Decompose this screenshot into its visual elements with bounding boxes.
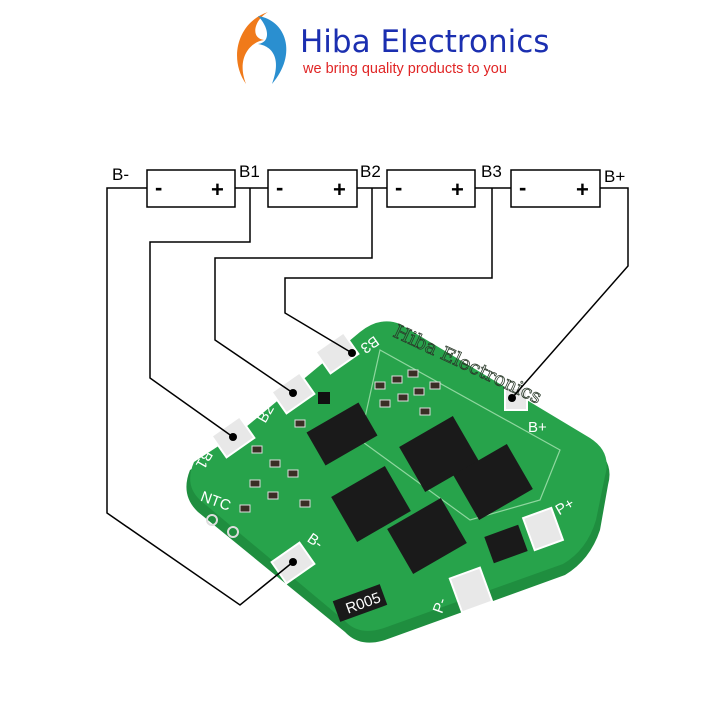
smd-component: [397, 393, 409, 402]
smd-component: [419, 407, 431, 416]
pad-b3: [314, 331, 360, 375]
pad-dot: [348, 349, 356, 357]
terminal-bplus: B+: [604, 167, 625, 186]
smd-component: [391, 375, 403, 384]
tagline: we bring quality products to you: [303, 61, 507, 77]
battery-cell-1: -+: [146, 169, 236, 208]
smd-component: [239, 504, 251, 513]
small-chip: [318, 392, 330, 404]
terminal-bminus: B-: [112, 165, 129, 184]
minus-sign: -: [276, 175, 283, 200]
ntc-hole: [227, 526, 239, 538]
wire-b1: [149, 188, 251, 438]
bms-board: R005 B3 B2 B1 B- B+ P+ P- NTC Hiba Elect…: [186, 320, 610, 643]
wire-bplus: [511, 187, 629, 399]
shunt-resistor: [332, 584, 388, 622]
terminal-b1: B1: [239, 162, 260, 181]
plus-sign: +: [451, 177, 464, 202]
smd-component: [413, 387, 425, 396]
mosfet: [387, 497, 467, 575]
wires: [106, 187, 629, 606]
plus-sign: +: [576, 177, 589, 202]
terminal-b2: B2: [360, 162, 381, 181]
ntc-hole: [206, 514, 218, 526]
logo: Hiba Electronics we bring quality produc…: [228, 8, 549, 88]
mosfet: [331, 465, 411, 543]
smd-component: [249, 479, 261, 488]
pad-dot: [289, 558, 297, 566]
pad-pminus: [448, 566, 494, 614]
smd-component: [299, 499, 311, 508]
pad-dot: [229, 433, 237, 441]
battery-cell-4: -+: [510, 169, 601, 208]
battery-cell-2: -+: [267, 169, 358, 208]
plus-sign: +: [333, 177, 346, 202]
smd-component: [269, 459, 281, 468]
brand-name: Hiba Electronics: [300, 24, 550, 60]
minus-sign: -: [395, 175, 402, 200]
pad-bplus: [504, 387, 528, 411]
smd-component: [407, 369, 419, 378]
silk-b2: B2: [254, 402, 278, 426]
silk-bplus: B+: [528, 419, 547, 436]
controller-ic: [306, 402, 378, 466]
wire-bminus: [106, 187, 294, 606]
pad-dot: [289, 389, 297, 397]
smd-component: [374, 381, 386, 390]
smd-component: [267, 491, 279, 500]
battery-cell-3: -+: [386, 169, 476, 208]
pad-dot: [508, 394, 516, 402]
smd-component: [251, 445, 263, 454]
plus-sign: +: [211, 177, 224, 202]
protection-ic: [484, 524, 528, 564]
logo-swoosh-icon: [237, 12, 287, 84]
mosfet: [399, 415, 479, 493]
smd-component: [379, 399, 391, 408]
wire-b3: [284, 188, 493, 354]
smd-component: [287, 469, 299, 478]
minus-sign: -: [519, 175, 526, 200]
pad-pplus: [521, 506, 565, 552]
terminal-b3: B3: [481, 162, 502, 181]
smd-component: [429, 381, 441, 390]
battery-cells: -+ -+ -+ -+: [146, 169, 601, 208]
minus-sign: -: [155, 175, 162, 200]
silk-pminus: P-: [430, 596, 451, 616]
mosfet: [453, 443, 533, 521]
silk-b1: B1: [192, 447, 216, 471]
wire-b2: [214, 188, 373, 394]
smd-component: [294, 419, 306, 428]
